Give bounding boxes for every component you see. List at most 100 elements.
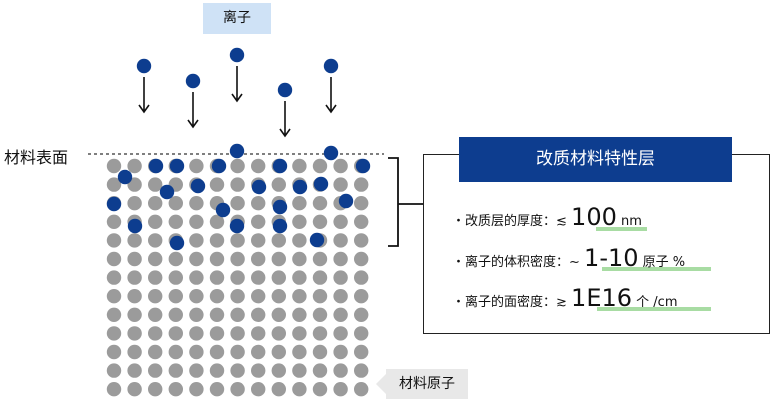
- atom: [189, 196, 204, 211]
- atom: [127, 233, 142, 248]
- atom: [333, 177, 348, 192]
- atom: [168, 344, 183, 360]
- atom: [148, 214, 163, 229]
- atom: [333, 344, 348, 360]
- atom: [148, 326, 163, 341]
- ion: [272, 158, 288, 174]
- down-arrow: [279, 101, 291, 138]
- atom: [251, 196, 266, 211]
- atom: [271, 363, 286, 378]
- atom: [354, 233, 369, 248]
- ion: [159, 184, 175, 200]
- row-thickness: ・改质层的厚度：≲ 100 nm: [452, 203, 642, 231]
- atom: [271, 177, 286, 192]
- atom: [189, 326, 204, 341]
- ion-group: [106, 143, 371, 251]
- atom: [354, 177, 369, 192]
- atom: [292, 289, 307, 304]
- atom: [251, 363, 266, 378]
- atom: [354, 251, 369, 267]
- row-value: 100: [571, 203, 617, 231]
- atom: [127, 196, 142, 211]
- atom: [354, 289, 369, 304]
- atom: [209, 289, 225, 304]
- atom: [209, 177, 225, 192]
- atom: [209, 382, 225, 397]
- atom: [168, 196, 183, 211]
- atom: [189, 270, 204, 285]
- ion: [106, 196, 122, 212]
- atom: [127, 251, 142, 267]
- atom: [189, 363, 204, 378]
- atom: [312, 326, 328, 341]
- atom: [333, 158, 348, 174]
- atom: [292, 214, 307, 229]
- atom: [230, 326, 245, 341]
- atom: [251, 214, 266, 229]
- atom: [106, 382, 122, 397]
- atom: [209, 363, 225, 378]
- atom: [312, 344, 328, 360]
- atom: [209, 251, 225, 267]
- atom: [230, 270, 245, 285]
- row-area-density: ・离子的面密度：≳ 1E16 个 /cm: [452, 284, 678, 312]
- ion: [323, 145, 339, 161]
- atom: [168, 214, 183, 229]
- atom: [251, 270, 266, 285]
- atom: [148, 363, 163, 378]
- atom: [230, 177, 245, 192]
- atom: [292, 326, 307, 341]
- atom: [312, 289, 328, 304]
- row-prefix: ・离子的面密度：≳: [452, 295, 567, 310]
- ion: [190, 178, 206, 194]
- atom: [354, 214, 369, 229]
- atom: [106, 214, 122, 229]
- atom: [333, 270, 348, 285]
- atom: [333, 289, 348, 304]
- atom: [209, 326, 225, 341]
- ion: [229, 218, 245, 234]
- atom: [292, 270, 307, 285]
- atom: [106, 233, 122, 248]
- atom: [251, 326, 266, 341]
- atom: [168, 326, 183, 341]
- down-arrow: [138, 77, 150, 114]
- incoming-ion: [136, 58, 152, 74]
- atom: [230, 158, 245, 174]
- atom: [312, 382, 328, 397]
- atom: [251, 158, 266, 174]
- atom: [251, 344, 266, 360]
- surface-label: 材料表面: [4, 148, 69, 167]
- incoming-ion: [185, 73, 201, 89]
- atom: [127, 363, 142, 378]
- atom: [354, 382, 369, 397]
- incoming-ion: [277, 82, 293, 98]
- atom: [209, 233, 225, 248]
- ion: [355, 158, 371, 174]
- atom: [312, 307, 328, 322]
- atom: [271, 326, 286, 341]
- row-value: 1E16: [571, 284, 633, 312]
- atom: [106, 344, 122, 360]
- ion: [313, 176, 329, 192]
- atom: [106, 158, 122, 174]
- row-unit: nm: [621, 214, 642, 229]
- atom: [209, 270, 225, 285]
- down-arrow: [231, 66, 243, 103]
- atom: [292, 363, 307, 378]
- atom: [106, 363, 122, 378]
- atom: [148, 307, 163, 322]
- ion: [169, 158, 185, 174]
- atom: [230, 363, 245, 378]
- atom: [333, 363, 348, 378]
- ion: [117, 169, 133, 185]
- atom: [354, 326, 369, 341]
- atom: [189, 233, 204, 248]
- atom: [189, 251, 204, 267]
- atom: [168, 382, 183, 397]
- highlight-1: [596, 227, 647, 231]
- atom: [148, 289, 163, 304]
- ion: [211, 158, 227, 174]
- atom: [271, 251, 286, 267]
- incoming-ion: [323, 58, 339, 74]
